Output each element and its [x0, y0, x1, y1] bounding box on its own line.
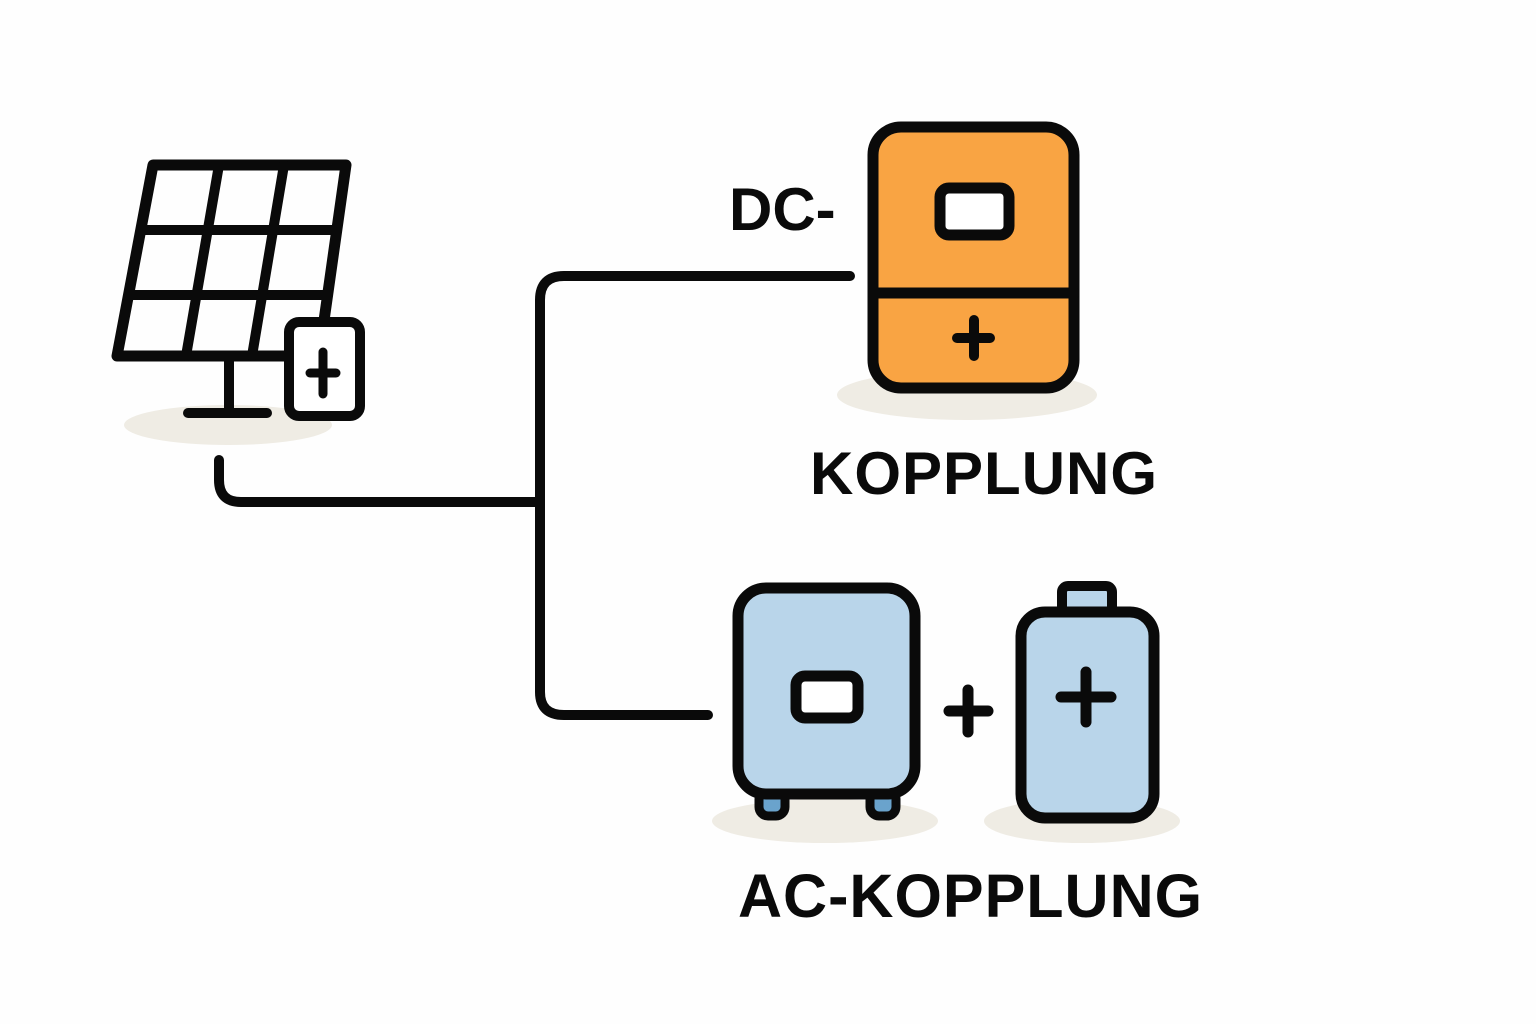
display-screen-icon [790, 670, 864, 724]
line-junction-to-dc-unit [535, 271, 855, 507]
dc-unit-group [837, 121, 1097, 420]
plus-icon [1055, 666, 1117, 728]
battery-icon [1015, 581, 1160, 824]
connection-lines [214, 271, 855, 720]
plus-sign-icon [943, 684, 994, 738]
display-screen-icon [934, 182, 1015, 241]
ac-inverter-shadow [712, 799, 938, 843]
solar-panel-shadow [124, 405, 332, 445]
dc-coupling-label: KOPPLUNG [810, 440, 1158, 507]
line-panel-to-junction [214, 455, 545, 507]
ac-unit-group [712, 581, 1180, 843]
dc-prefix-label: DC- [729, 176, 836, 243]
line-junction-to-ac-unit [535, 497, 713, 720]
hybrid-inverter-with-battery-icon [867, 121, 1080, 394]
inverter-icon [732, 582, 921, 821]
battery-plus-icon [284, 317, 365, 421]
plus-icon [952, 315, 995, 361]
ac-coupling-label: AC-KOPPLUNG [738, 862, 1203, 930]
solar-panel-group [111, 159, 365, 445]
